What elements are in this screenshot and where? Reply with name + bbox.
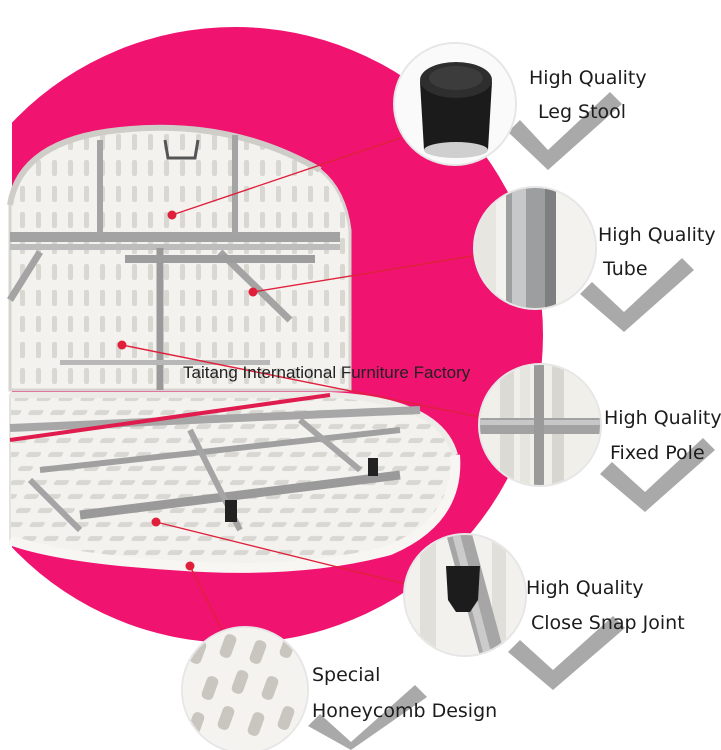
fixed-pole-photo <box>478 363 602 487</box>
feature-3-title: High Quality <box>604 407 721 429</box>
feature-2-name: Tube <box>603 258 648 280</box>
leg-stool-photo <box>393 42 517 166</box>
honeycomb-photo <box>181 626 309 750</box>
callout-dots <box>117 210 258 571</box>
feature-1-name: Leg Stool <box>538 101 627 123</box>
tube-photo <box>473 186 597 310</box>
feature-4-title: High Quality <box>526 577 644 599</box>
feature-3-name: Fixed Pole <box>610 442 705 464</box>
watermark-text: Taitang International Furniture Factory <box>183 363 471 382</box>
feature-1-title: High Quality <box>529 67 647 89</box>
snap-joint-photo <box>403 533 527 657</box>
checkmark-icons <box>308 92 715 750</box>
table-upper-half <box>7 124 352 392</box>
callout-pointers <box>121 137 486 651</box>
feature-4-name: Close Snap Joint <box>531 612 685 634</box>
feature-5-title: Special <box>312 664 381 686</box>
feature-2-title: High Quality <box>598 224 716 246</box>
feature-5-name: Honeycomb Design <box>312 700 498 722</box>
table-lower-half <box>8 392 461 573</box>
